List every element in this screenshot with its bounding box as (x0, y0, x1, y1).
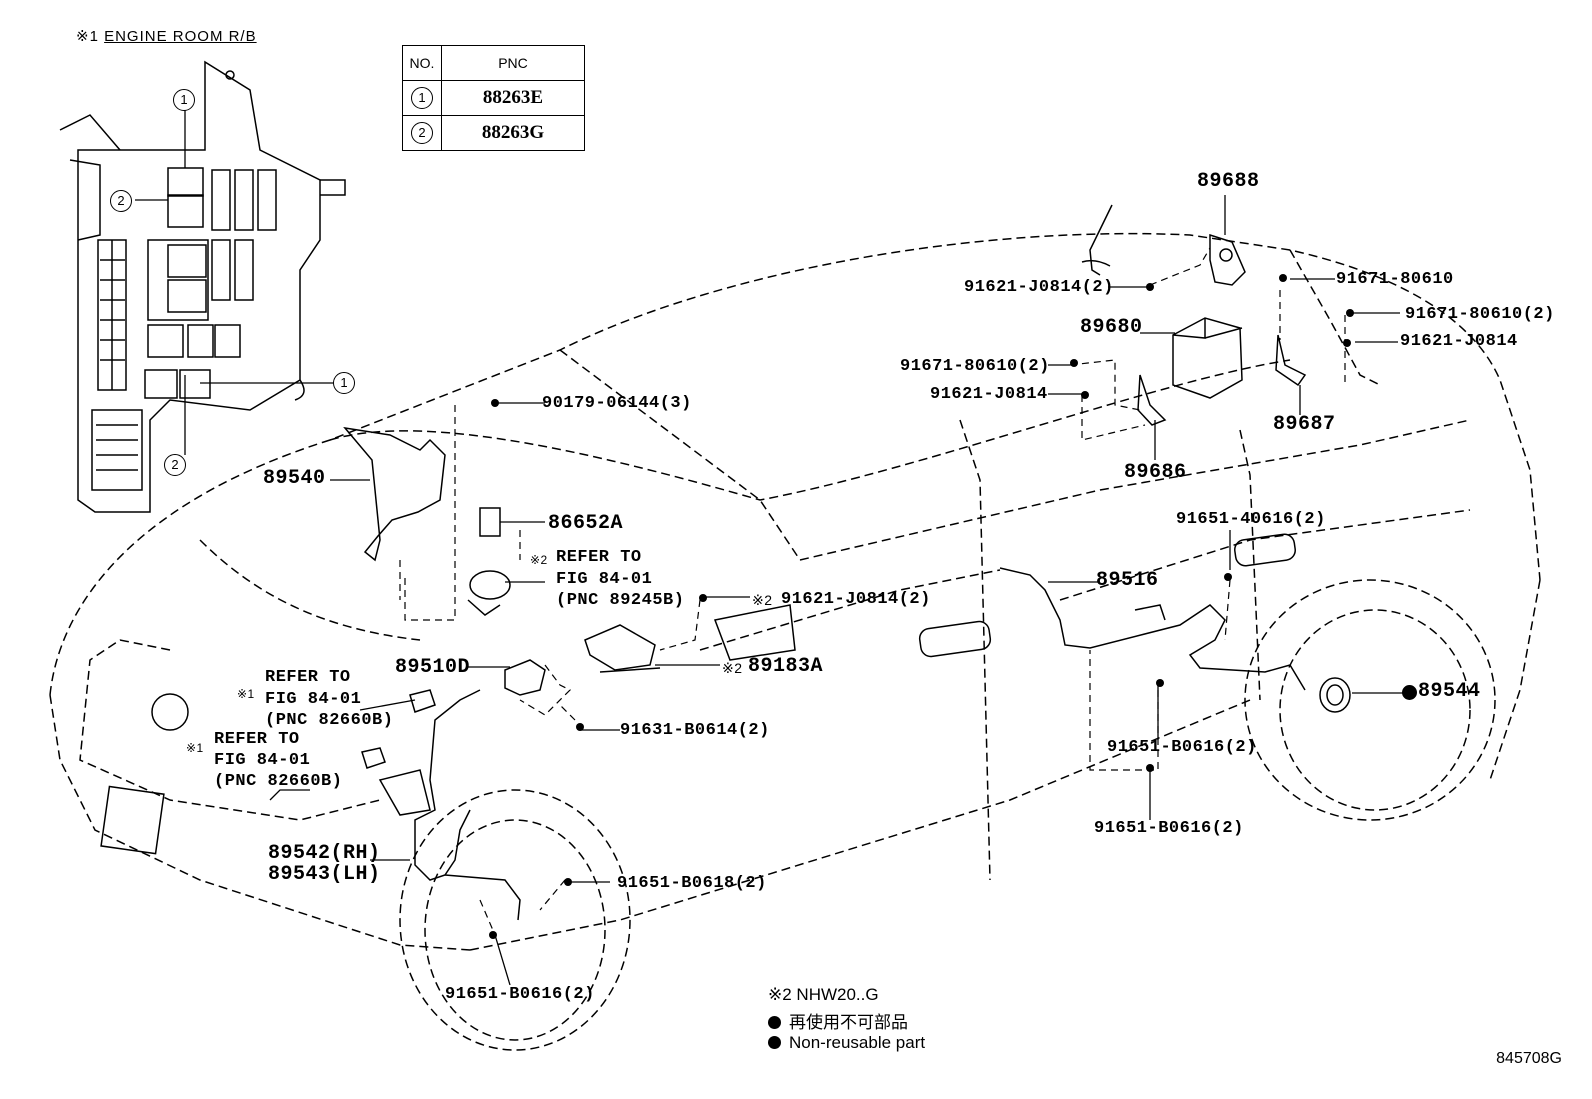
label-89183a-mark: ※2 (722, 660, 743, 676)
label-91621-j0814-2-mid: 91621-J0814(2) (781, 590, 931, 609)
bullet-icon (768, 1016, 781, 1029)
legend-en-row: Non-reusable part (768, 1033, 925, 1053)
label-89516: 89516 (1096, 569, 1159, 592)
figure-id: 845708G (1496, 1050, 1562, 1067)
assembly-lines (399, 247, 1346, 936)
label-89540: 89540 (263, 467, 326, 490)
label-91621-j0814-2-mid-mark: ※2 (752, 592, 773, 608)
legend-jp: 再使用不可部品 (789, 1013, 908, 1032)
label-91631-b0614: 91631-B0614(2) (620, 721, 770, 740)
label-91671-80610: 91671-80610 (1336, 270, 1454, 289)
label-89183a: 89183A (748, 655, 824, 678)
label-89542-rh: 89542(RH) (268, 842, 381, 865)
pnc-table-header: NO. PNC (402, 45, 585, 81)
engine-room-relay-block (59, 60, 346, 513)
refer-89245b-line3: (PNC 89245B) (556, 591, 685, 610)
label-89686: 89686 (1124, 461, 1187, 484)
label-91671-80610-2-mid: 91671-80610(2) (900, 357, 1050, 376)
engine-room-name: ENGINE ROOM R/B (104, 28, 257, 45)
label-86652a: 86652A (548, 512, 624, 535)
row-number: 1 (411, 87, 433, 109)
table-row: 1 88263E (402, 80, 585, 116)
header-pnc: PNC (441, 45, 585, 81)
refer-89245b-line1: REFER TO (556, 548, 642, 567)
row-number: 2 (411, 122, 433, 144)
label-89687: 89687 (1273, 413, 1336, 436)
front-wheel (399, 789, 631, 1051)
engine-room-mark: ※1 (76, 28, 99, 45)
label-91651-b0618: 91651-B0618(2) (617, 874, 767, 893)
refer1-line3: (PNC 82660B) (265, 711, 394, 730)
label-91651-b0616-2-c: 91651-B0616(2) (445, 985, 595, 1004)
refer1-line1: REFER TO (265, 668, 351, 687)
label-89510d: 89510D (395, 656, 471, 679)
label-91621-j0814-right: 91621-J0814 (1400, 332, 1518, 351)
legend-en: Non-reusable part (789, 1033, 926, 1052)
refer1-line2: FIG 84-01 (265, 690, 362, 709)
refer-89245b-mark: ※2 (530, 553, 548, 567)
label-89688: 89688 (1197, 170, 1260, 193)
refer1-mark: ※1 (237, 687, 255, 701)
label-91671-80610-2-right: 91671-80610(2) (1405, 305, 1555, 324)
callout-2-top: 2 (110, 190, 132, 212)
part-details (100, 204, 1351, 921)
callout-2-bottom: 2 (164, 454, 186, 476)
vehicle-outline (49, 232, 1541, 951)
label-91621-j0814-2-top: 91621-J0814(2) (964, 278, 1114, 297)
refer2-line1: REFER TO (214, 730, 300, 749)
label-89680: 89680 (1080, 316, 1143, 339)
label-90179-06144: 90179-06144(3) (542, 394, 692, 413)
refer-89245b-line2: FIG 84-01 (556, 570, 653, 589)
rear-wheel (1244, 579, 1496, 821)
callout-1-bottom: 1 (333, 372, 355, 394)
label-91651-b0616-2-a: 91651-B0616(2) (1107, 738, 1257, 757)
bullet-icon (768, 1036, 781, 1049)
row-pnc: 88263E (441, 80, 585, 116)
label-91651-40616: 91651-40616(2) (1176, 510, 1326, 529)
label-89543-lh: 89543(LH) (268, 863, 381, 886)
non-reusable-marker (1402, 685, 1417, 700)
label-91651-b0616-2-b: 91651-B0616(2) (1094, 819, 1244, 838)
callout-1-top: 1 (173, 89, 195, 111)
label-91621-j0814-mid: 91621-J0814 (930, 385, 1048, 404)
pnc-table: NO. PNC 1 88263E 2 88263G (402, 45, 585, 151)
refer2-line2: FIG 84-01 (214, 751, 311, 770)
label-89544: 89544 (1418, 680, 1481, 703)
refer2-line3: (PNC 82660B) (214, 772, 343, 791)
table-row: 2 88263G (402, 115, 585, 151)
refer2-mark: ※1 (186, 741, 204, 755)
legend-jp-row: 再使用不可部品 (768, 1008, 908, 1033)
engine-room-title: ※1 ENGINE ROOM R/B (76, 27, 257, 45)
row-pnc: 88263G (441, 115, 585, 151)
bolt-marks (489, 274, 1354, 939)
header-no: NO. (402, 45, 442, 81)
legend-note: ※2 NHW20..G (768, 985, 879, 1004)
